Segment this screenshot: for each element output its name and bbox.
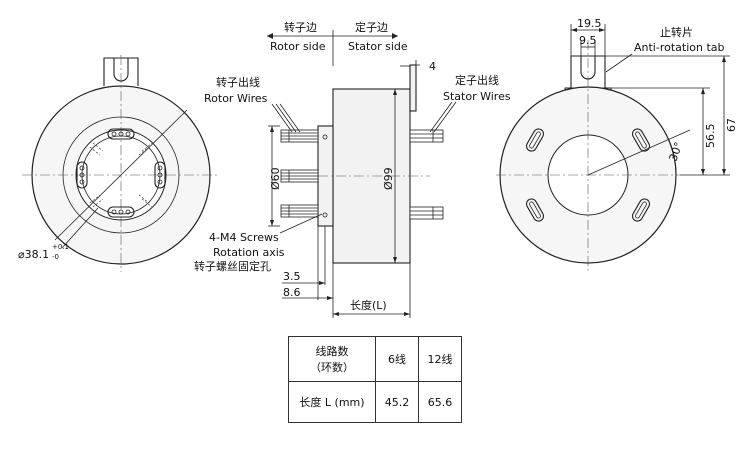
offset-small-dim: 3.5 bbox=[283, 270, 301, 283]
anti-rotation-cn: 止转片 bbox=[660, 25, 693, 39]
body-dia-dim: Ø99 bbox=[382, 167, 395, 190]
screws-label-3: 转子螺丝固定孔 bbox=[194, 259, 271, 273]
stator-wires-cn: 定子出线 bbox=[455, 73, 499, 87]
rotor-arrow bbox=[267, 33, 273, 39]
rotor-side-en: Rotor side bbox=[270, 40, 326, 53]
table-row: 长度 L (mm) 45.2 65.6 bbox=[288, 381, 462, 423]
rear-angle-line bbox=[587, 129, 691, 176]
height-inner-dim: 56.5 bbox=[704, 124, 717, 149]
stator-side-cn: 定子边 bbox=[355, 20, 388, 34]
anti-rotation-leader bbox=[605, 53, 633, 73]
bore-leader bbox=[61, 207, 99, 249]
height-outer-dim: 67 bbox=[725, 118, 738, 132]
rotor-wires-leader bbox=[271, 103, 293, 133]
header-label-line2: （环数） bbox=[310, 361, 354, 374]
rear-slots bbox=[525, 128, 651, 222]
table-header-label: 线路数 （环数） bbox=[288, 336, 376, 382]
table-val-12: 65.6 bbox=[418, 381, 462, 423]
tab-thickness-dim: 4 bbox=[429, 60, 436, 73]
front-screw-holes bbox=[76, 128, 166, 218]
rotor-wires-en: Rotor Wires bbox=[204, 92, 268, 105]
slot-width-dim: 9.5 bbox=[579, 34, 597, 47]
bore-tol-upper: +0.1 bbox=[52, 243, 69, 251]
screws-label-2: Rotation axis bbox=[213, 246, 285, 259]
bore-dimension: ⌀38.1 bbox=[18, 248, 49, 261]
table-val-6: 45.2 bbox=[375, 381, 419, 423]
side-anti-rotation-tab bbox=[409, 64, 417, 112]
table-length-label: 长度 L (mm) bbox=[288, 381, 376, 423]
front-diagonal bbox=[54, 109, 188, 241]
rear-tab bbox=[570, 55, 606, 88]
offset-large-dim: 8.6 bbox=[283, 286, 301, 299]
side-view: 转子边 Rotor side 定子边 Stator side bbox=[194, 20, 511, 318]
anti-rotation-en: Anti-rotation tab bbox=[634, 41, 725, 54]
stator-side-en: Stator side bbox=[348, 40, 408, 53]
table-col-12: 12线 bbox=[418, 336, 462, 382]
table-col-6: 6线 bbox=[375, 336, 419, 382]
rotor-side-cn: 转子边 bbox=[284, 20, 317, 34]
bore-tol-lower: -0 bbox=[52, 253, 59, 261]
screws-leader bbox=[279, 213, 323, 234]
flange-dia-dim: Ø60 bbox=[269, 167, 282, 190]
angle-dim: 30° bbox=[667, 140, 686, 163]
angle-arc bbox=[668, 139, 677, 176]
rotor-wires-cn: 转子出线 bbox=[216, 75, 260, 89]
stator-arrow bbox=[392, 33, 398, 39]
tab-width-dim: 19.5 bbox=[577, 17, 602, 30]
stator-wires-leader bbox=[429, 101, 453, 133]
stator-wires-en: Stator Wires bbox=[443, 90, 511, 103]
table-row: 线路数 （环数） 6线 12线 bbox=[288, 336, 462, 382]
rear-view: 19.5 9.5 止转片 Anti-rotation tab 56.5 67 3… bbox=[496, 17, 738, 272]
front-view: ⌀38.1 +0.1 -0 bbox=[18, 55, 220, 272]
stator-wire-bundles bbox=[409, 129, 444, 220]
header-label-line1: 线路数 bbox=[315, 345, 349, 358]
rotor-wire-bundles bbox=[280, 129, 319, 218]
length-dim: 长度(L) bbox=[350, 298, 387, 312]
spec-table: 线路数 （环数） 6线 12线 长度 L (mm) 45.2 65.6 bbox=[288, 336, 462, 423]
screws-label-1: 4-M4 Screws bbox=[209, 231, 279, 244]
